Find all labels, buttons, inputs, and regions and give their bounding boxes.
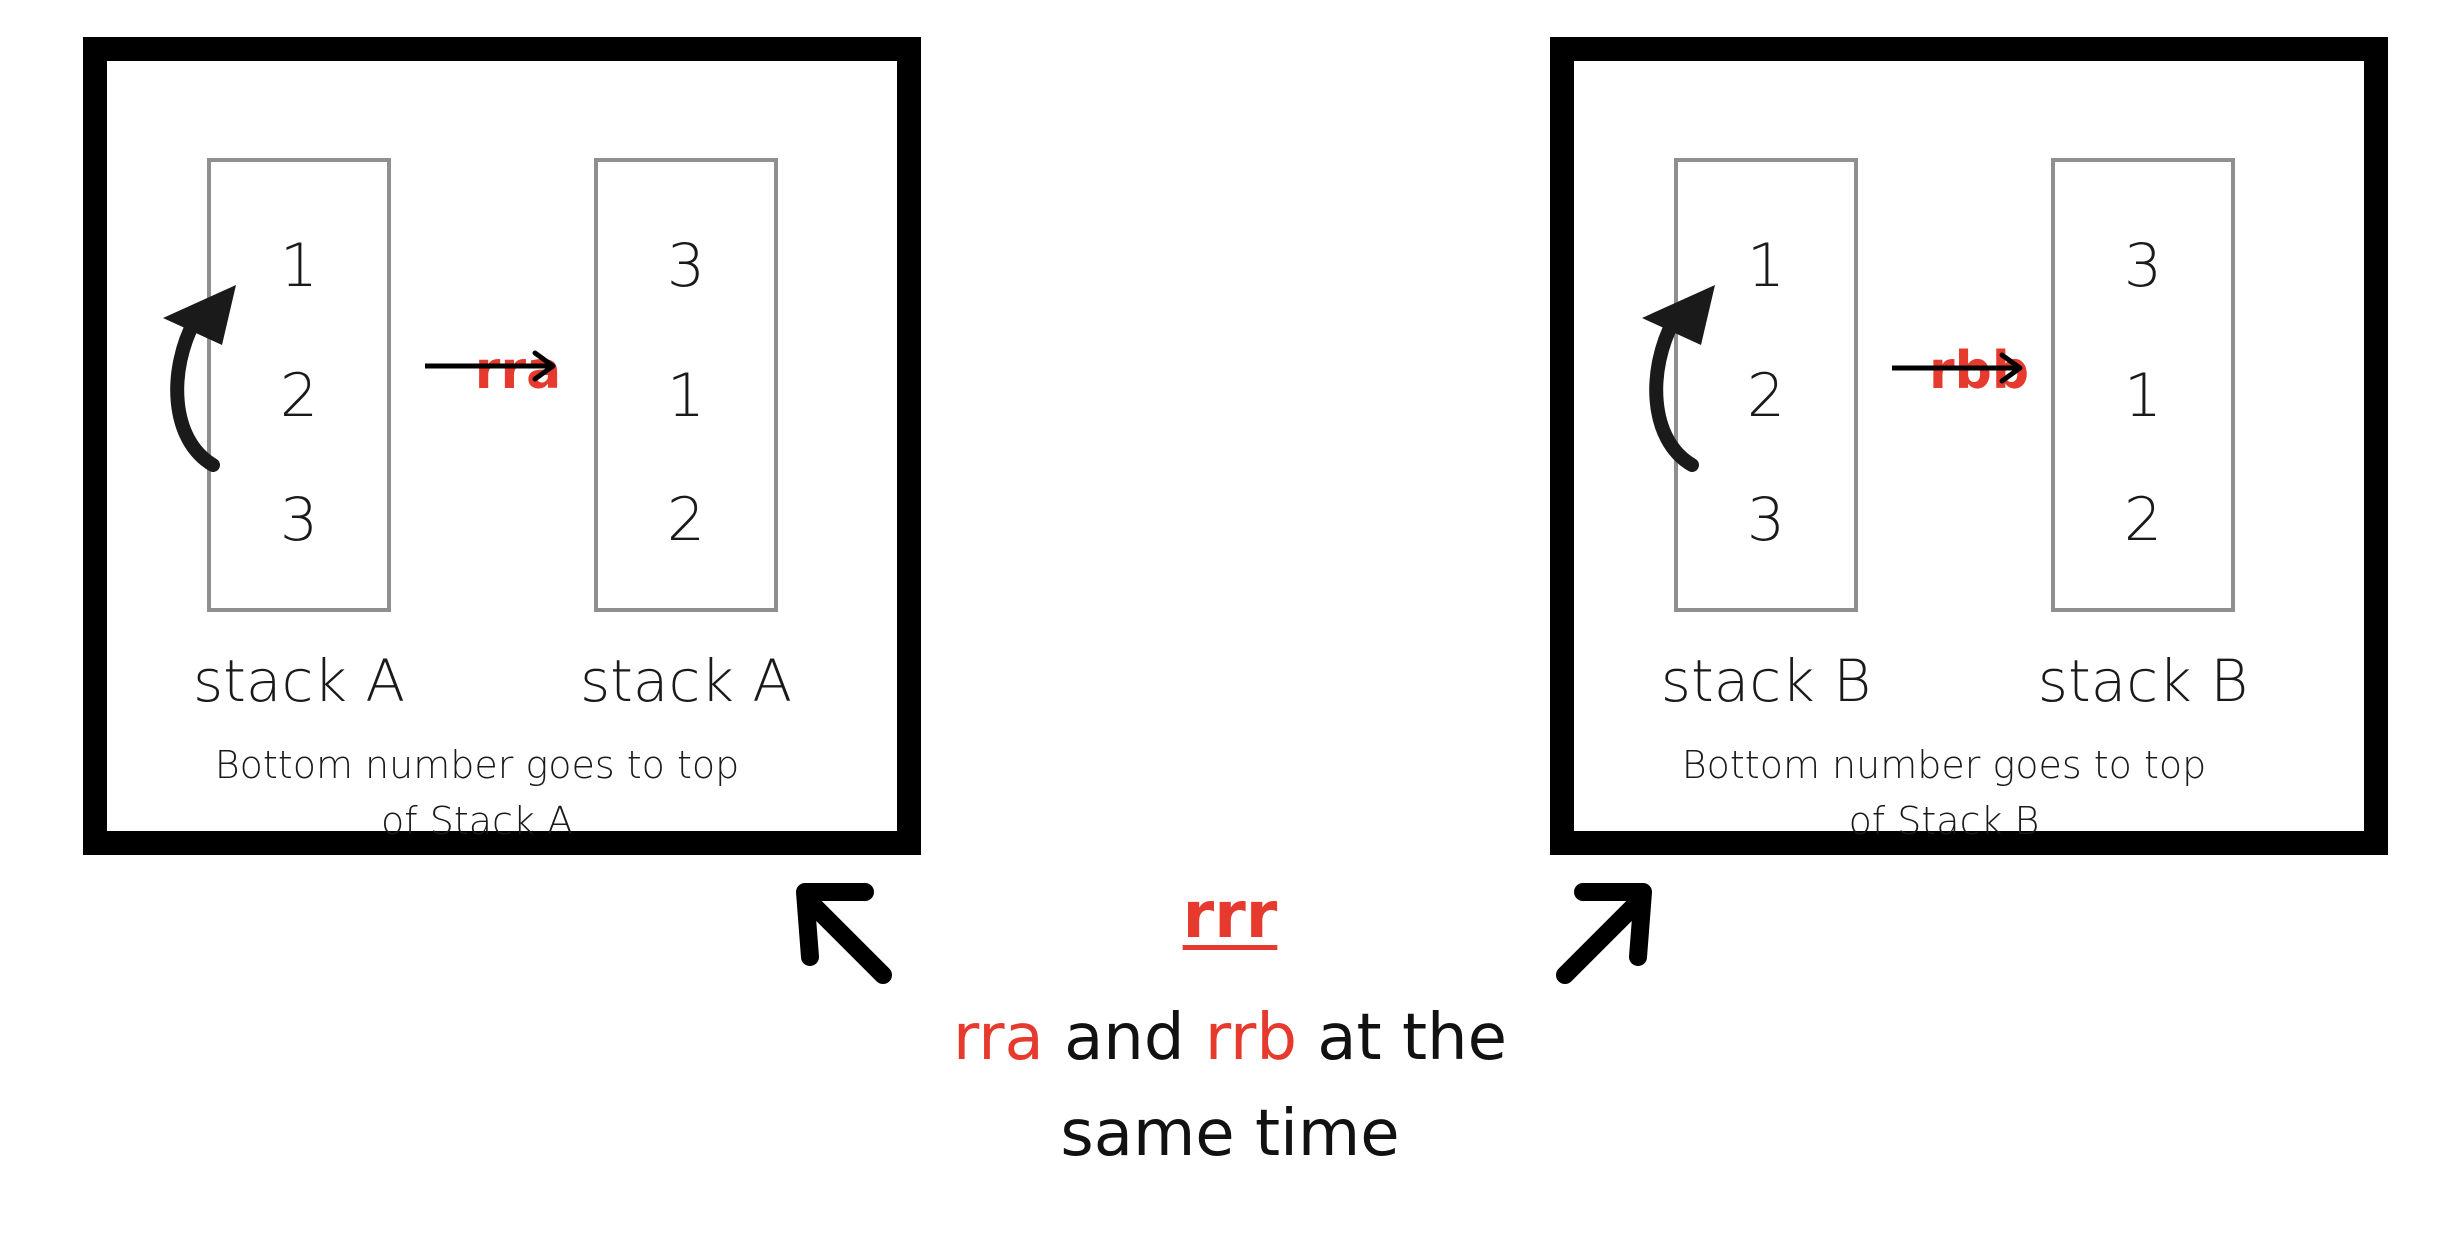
panel-a-caption: Bottom number goes to top of Stack A xyxy=(214,743,740,843)
rrb-term: rrb xyxy=(1204,1001,1297,1075)
stack-b-after-item-1: 3 xyxy=(2123,231,2163,301)
stack-a-before-item-3: 3 xyxy=(279,485,319,555)
stack-b-before-item-3: 3 xyxy=(1746,485,1786,555)
stack-b-after: 3 1 2 xyxy=(2051,158,2235,612)
operation-label-rbb: rbb xyxy=(1928,341,2030,401)
stack-b-before-item-1: 1 xyxy=(1746,231,1786,301)
stack-a-before-item-1: 1 xyxy=(279,231,319,301)
stack-b-after-item-2: 1 xyxy=(2123,361,2163,431)
rrr-description: rra and rrb at the same time xyxy=(880,990,1580,1182)
stack-b-after-label: stack B xyxy=(2037,647,2249,715)
desc-suffix: at the same time xyxy=(1060,1001,1507,1171)
stack-b-before-label: stack B xyxy=(1660,647,1872,715)
rrr-title: rrr xyxy=(1182,879,1278,953)
stack-a-after-item-1: 3 xyxy=(666,231,706,301)
panel-stack-a: 1 2 3 3 1 2 rra stack A stack A Bottom n… xyxy=(83,37,921,855)
stack-b-after-item-3: 2 xyxy=(2123,485,2163,555)
stack-b-before: 1 2 3 xyxy=(1674,158,1858,612)
panel-stack-b: 1 2 3 3 1 2 rbb stack B stack B Bottom n… xyxy=(1550,37,2388,855)
stack-a-after-item-3: 2 xyxy=(666,485,706,555)
desc-connector: and xyxy=(1043,1001,1205,1075)
stack-a-before-label: stack A xyxy=(192,647,406,715)
stack-b-before-item-2: 2 xyxy=(1746,361,1786,431)
panel-b-caption: Bottom number goes to top of Stack B xyxy=(1681,743,2207,843)
stack-a-after: 3 1 2 xyxy=(594,158,778,612)
stack-a-after-item-2: 1 xyxy=(666,361,706,431)
stack-a-after-label: stack A xyxy=(579,647,793,715)
rra-term: rra xyxy=(953,1001,1044,1075)
stack-a-before: 1 2 3 xyxy=(207,158,391,612)
stack-a-before-item-2: 2 xyxy=(279,361,319,431)
operation-label-rra: rra xyxy=(474,341,562,401)
arrow-up-left-icon xyxy=(796,883,892,984)
